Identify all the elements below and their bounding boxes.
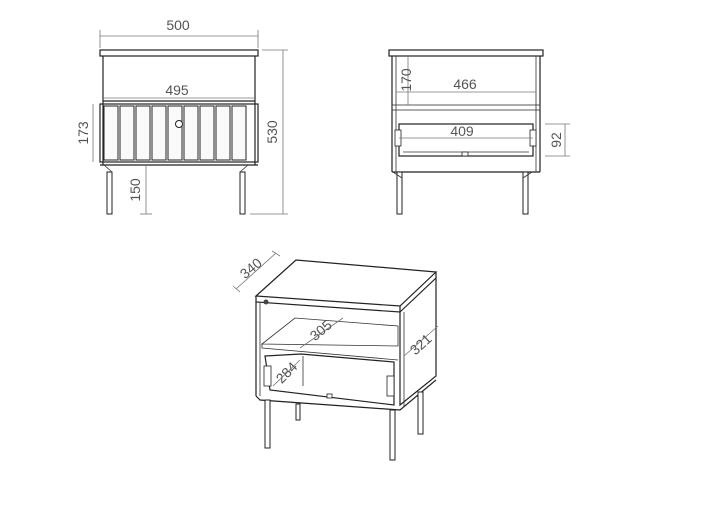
section-leg-back bbox=[522, 171, 529, 215]
dim-height-overall: 530 bbox=[264, 120, 280, 144]
dim-inner-depth: 466 bbox=[453, 76, 477, 92]
dim-iso-depth-top: 340 bbox=[237, 254, 265, 281]
drawer-fluting bbox=[103, 105, 247, 161]
dim-width-overall: 500 bbox=[166, 17, 190, 33]
dim-drawer-height: 92 bbox=[548, 132, 564, 148]
iso-leg-back-right bbox=[417, 391, 424, 435]
dim-drawer-depth: 409 bbox=[450, 123, 474, 139]
iso-leg-front-right bbox=[389, 409, 396, 461]
dim-iso-side-depth: 321 bbox=[407, 330, 435, 358]
isometric-view: 340 305 284 321 bbox=[232, 250, 439, 461]
dim-shelf-height: 170 bbox=[398, 68, 414, 92]
dim-height-drawer: 173 bbox=[75, 121, 91, 145]
drawer-knob bbox=[175, 120, 183, 128]
leg-left bbox=[106, 171, 113, 215]
section-view: 170 466 409 92 bbox=[388, 49, 570, 215]
dim-width-drawer: 495 bbox=[165, 82, 189, 98]
iso-leg-back-left bbox=[295, 403, 301, 421]
leg-right bbox=[239, 171, 246, 215]
dim-height-legs: 150 bbox=[127, 178, 143, 202]
drawer-front bbox=[99, 103, 259, 163]
front-view: 500 495 173 150 530 bbox=[75, 17, 288, 215]
iso-leg-front-left bbox=[264, 399, 271, 449]
section-leg-front bbox=[396, 171, 403, 215]
